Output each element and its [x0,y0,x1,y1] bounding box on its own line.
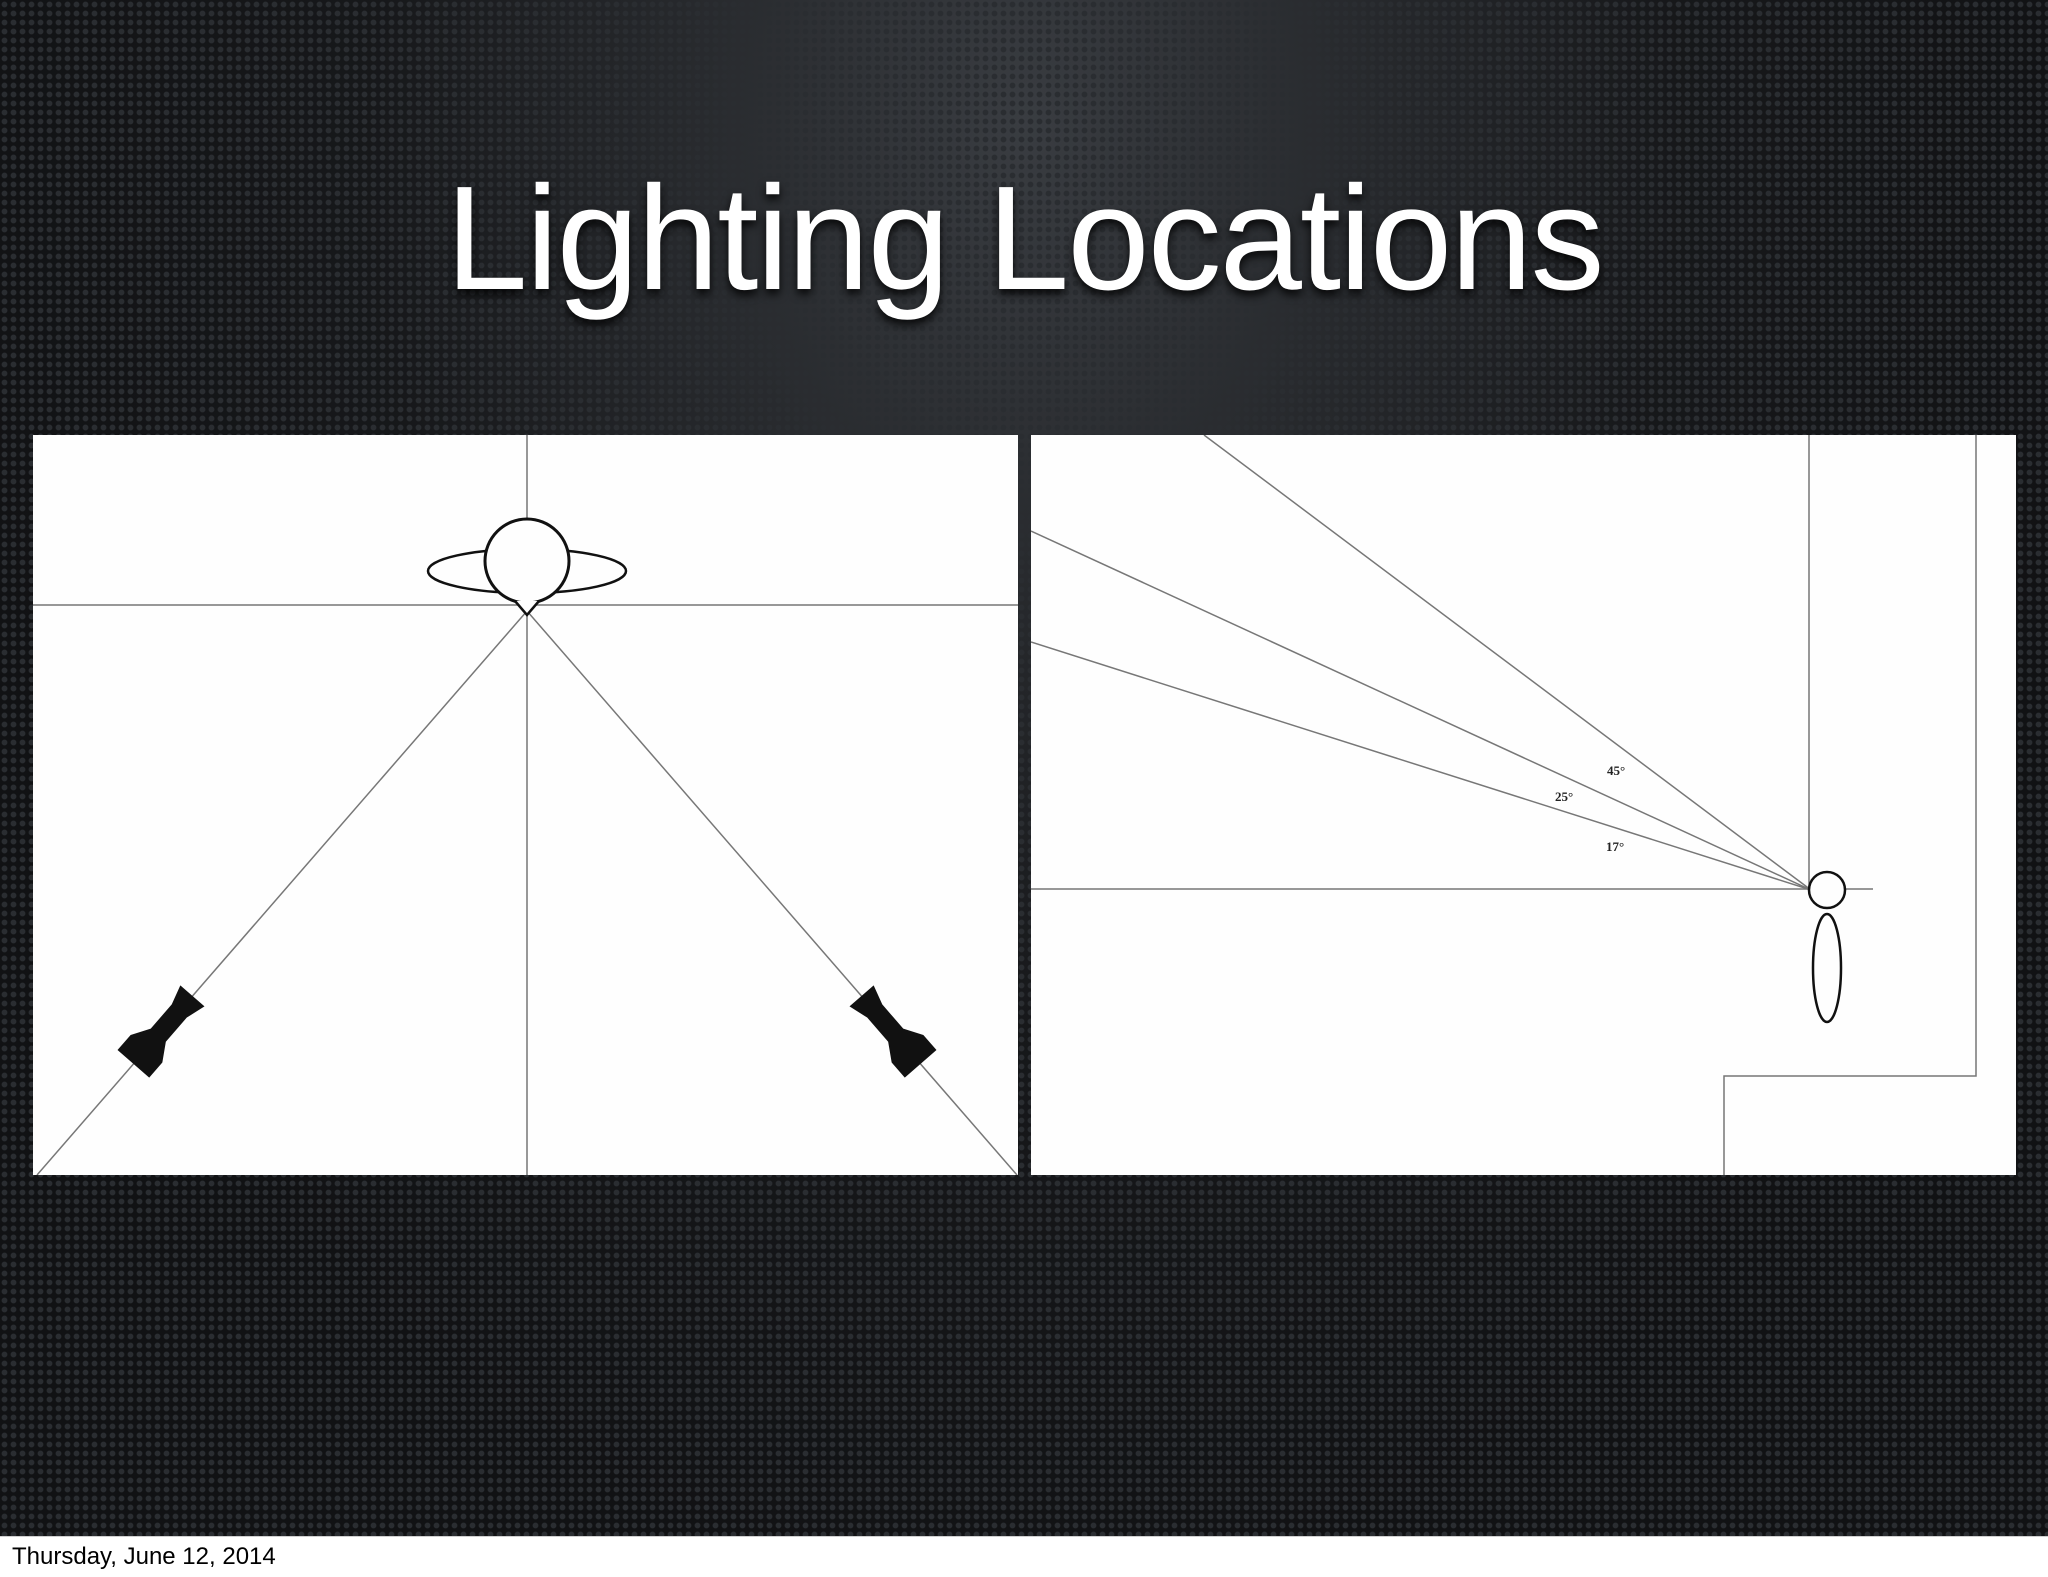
footer-bar: Thursday, June 12, 2014 [0,1536,2048,1577]
front-view-svg [33,435,1018,1175]
side-view-diagram: 45° 25° 17° [1031,435,2016,1175]
subject-head-top-view-icon [426,517,628,617]
left-light-icon [117,985,205,1078]
right-light-beam [526,610,1018,1175]
front-view-diagram [33,435,1018,1175]
angle-label-17: 17° [1606,839,1624,854]
footer-date: Thursday, June 12, 2014 [12,1543,276,1570]
angle-label-45: 45° [1607,763,1625,778]
wall-outline [1723,435,1977,1175]
slide: Lighting Locations [0,0,2048,1536]
subject-figure-icon [1807,870,1847,1024]
side-view-svg: 45° 25° 17° [1031,435,1977,1175]
angle-label-25: 25° [1555,789,1573,804]
left-light-beam [36,610,528,1175]
right-light-icon [849,985,937,1078]
slide-title: Lighting Locations [445,156,1604,321]
light-beam-17 [1031,641,1812,891]
light-beam-25 [1031,530,1812,891]
light-beam-45 [1203,435,1812,891]
